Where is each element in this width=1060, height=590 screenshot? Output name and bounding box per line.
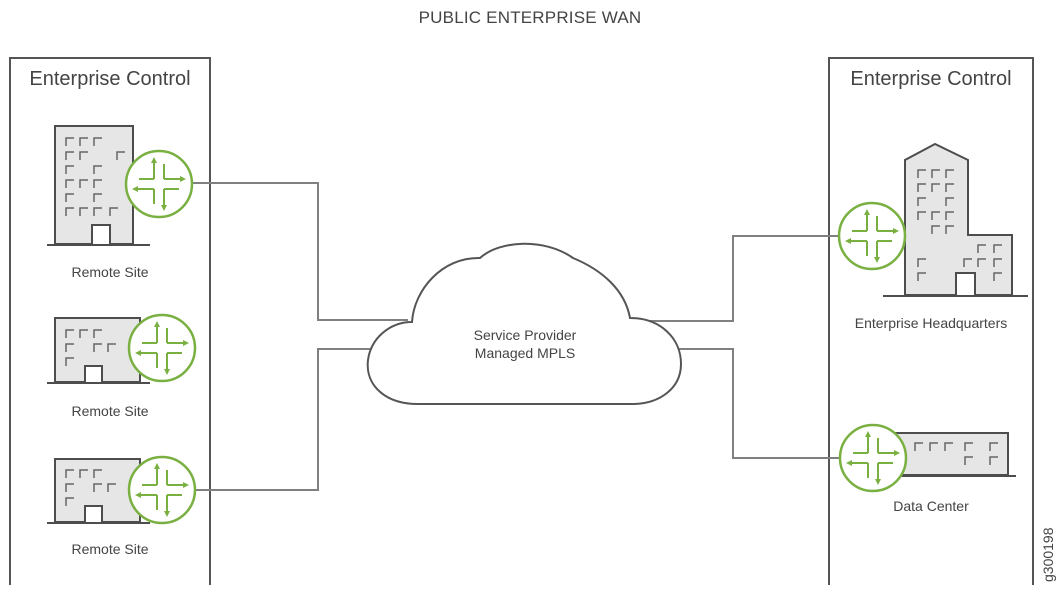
- router-icon: [129, 457, 195, 523]
- building-icon: [47, 125, 150, 246]
- remote-site-2-label: Remote Site: [71, 403, 149, 419]
- data-center-label: Data Center: [893, 498, 969, 514]
- link-remote-site-1: [192, 182, 408, 321]
- building-icon: [883, 142, 1028, 297]
- link-data-center: [672, 348, 842, 459]
- right-zone-title: Enterprise Control: [850, 68, 1012, 90]
- connection-lines: [192, 182, 842, 491]
- building-icon: [870, 432, 1016, 477]
- cloud-label-line-2: Managed MPLS: [474, 345, 576, 361]
- router-icon: [839, 203, 905, 269]
- router-icon: [126, 151, 192, 217]
- cloud-label: Service Provider Managed MPLS: [425, 326, 625, 362]
- router-icon: [840, 425, 906, 491]
- remote-site-3-label: Remote Site: [71, 541, 149, 557]
- left-zone-title: Enterprise Control: [29, 68, 191, 90]
- cloud-label-line-1: Service Provider: [473, 327, 577, 343]
- remote-site-1-label: Remote Site: [71, 264, 149, 280]
- link-headquarters: [634, 235, 842, 322]
- figure-id: g300198: [1040, 527, 1056, 582]
- diagram-title: PUBLIC ENTERPRISE WAN: [418, 8, 642, 27]
- router-icon: [129, 315, 195, 381]
- link-remote-site-3: [192, 348, 408, 491]
- left-enterprise-zone: [9, 57, 211, 590]
- cloud-icon: [366, 242, 683, 405]
- right-enterprise-zone: [828, 57, 1034, 590]
- headquarters-label: Enterprise Headquarters: [854, 315, 1008, 331]
